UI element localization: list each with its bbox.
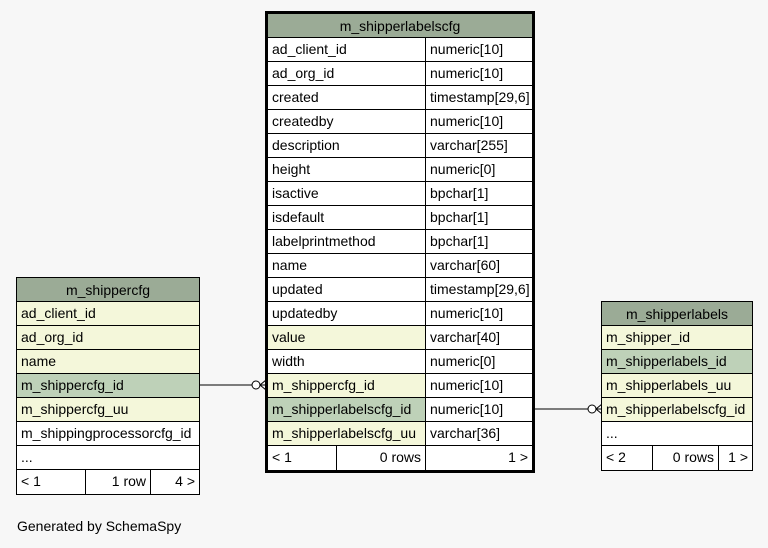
column-name: ad_client_id bbox=[268, 38, 425, 61]
column-name: name bbox=[17, 350, 199, 373]
column-name: ... bbox=[17, 446, 199, 469]
column-name: created bbox=[268, 86, 425, 109]
column-name: m_shipperlabels_id bbox=[602, 350, 752, 373]
column-type: numeric[0] bbox=[425, 350, 532, 373]
row-count: 1 row bbox=[85, 470, 150, 494]
column-name: ad_client_id bbox=[17, 302, 199, 325]
column-name: m_shippingprocessorcfg_id bbox=[17, 422, 199, 445]
column-name: value bbox=[268, 326, 425, 349]
column-type: numeric[10] bbox=[425, 110, 532, 133]
column-name: ad_org_id bbox=[17, 326, 199, 349]
table-header[interactable]: m_shipperlabelscfg bbox=[268, 14, 532, 38]
column-row[interactable]: m_shipperlabels_uu bbox=[602, 374, 752, 398]
column-row[interactable]: name bbox=[17, 350, 199, 374]
generated-by-label: Generated by SchemaSpy bbox=[17, 518, 182, 534]
column-type: numeric[0] bbox=[425, 158, 532, 181]
column-name: labelprintmethod bbox=[268, 230, 425, 253]
parents-link[interactable]: < 1 bbox=[272, 449, 292, 465]
column-name: m_shipper_id bbox=[602, 326, 752, 349]
table-header[interactable]: m_shipperlabels bbox=[602, 302, 752, 326]
row-count: 0 rows bbox=[652, 446, 718, 470]
column-row[interactable]: ad_org_id bbox=[17, 326, 199, 350]
column-type: varchar[255] bbox=[425, 134, 532, 157]
column-name: m_shipperlabels_uu bbox=[602, 374, 752, 397]
column-type: bpchar[1] bbox=[425, 206, 532, 229]
column-type: numeric[10] bbox=[425, 62, 532, 85]
column-type: timestamp[29,6] bbox=[425, 278, 532, 301]
table-footer: < 1 0 rows 1 > bbox=[268, 446, 532, 470]
column-row[interactable]: m_shippercfg_id bbox=[17, 374, 199, 398]
column-row[interactable]: m_shipperlabels_id bbox=[602, 350, 752, 374]
children-link[interactable]: 1 > bbox=[425, 446, 532, 470]
column-row[interactable]: ... bbox=[17, 446, 199, 470]
parents-link[interactable]: < 2 bbox=[606, 449, 626, 465]
column-name: width bbox=[268, 350, 425, 373]
column-type: numeric[10] bbox=[425, 38, 532, 61]
column-name: updatedby bbox=[268, 302, 425, 325]
column-name: m_shipperlabelscfg_id bbox=[602, 398, 752, 421]
column-type: bpchar[1] bbox=[425, 230, 532, 253]
column-name: m_shippercfg_id bbox=[17, 374, 199, 397]
row-count: 0 rows bbox=[336, 446, 425, 470]
column-name: height bbox=[268, 158, 425, 181]
column-type: numeric[10] bbox=[425, 374, 532, 397]
column-name: m_shipperlabelscfg_id bbox=[268, 398, 425, 421]
column-row[interactable]: ... bbox=[602, 422, 752, 446]
column-type: numeric[10] bbox=[425, 302, 532, 325]
parents-link[interactable]: < 1 bbox=[21, 473, 41, 489]
children-link[interactable]: 1 > bbox=[718, 446, 752, 470]
relationship-shipperlabels-zero-marker bbox=[587, 404, 597, 414]
column-name: updated bbox=[268, 278, 425, 301]
table-header[interactable]: m_shippercfg bbox=[17, 278, 199, 302]
column-name: ... bbox=[602, 422, 752, 445]
column-type: varchar[60] bbox=[425, 254, 532, 277]
relationship-shippercfg-zero-marker bbox=[251, 380, 261, 390]
column-row[interactable]: m_shippercfg_uu bbox=[17, 398, 199, 422]
column-name: description bbox=[268, 134, 425, 157]
column-type: bpchar[1] bbox=[425, 182, 532, 205]
column-row[interactable]: m_shipper_id bbox=[602, 326, 752, 350]
column-type: timestamp[29,6] bbox=[425, 86, 532, 109]
column-row[interactable]: ad_client_id bbox=[17, 302, 199, 326]
column-row[interactable]: m_shippingprocessorcfg_id bbox=[17, 422, 199, 446]
children-link[interactable]: 4 > bbox=[150, 470, 199, 494]
table-footer: < 2 0 rows 1 > bbox=[602, 446, 752, 470]
column-name: ad_org_id bbox=[268, 62, 425, 85]
column-name: m_shippercfg_uu bbox=[17, 398, 199, 421]
column-type: varchar[36] bbox=[425, 422, 532, 445]
column-name: createdby bbox=[268, 110, 425, 133]
column-name: isdefault bbox=[268, 206, 425, 229]
column-name: isactive bbox=[268, 182, 425, 205]
column-name: name bbox=[268, 254, 425, 277]
column-type: numeric[10] bbox=[425, 398, 532, 421]
column-row[interactable]: m_shipperlabelscfg_id bbox=[602, 398, 752, 422]
column-name: m_shipperlabelscfg_uu bbox=[268, 422, 425, 445]
table-footer: < 1 1 row 4 > bbox=[17, 470, 199, 494]
column-name: m_shippercfg_id bbox=[268, 374, 425, 397]
column-type: varchar[40] bbox=[425, 326, 532, 349]
